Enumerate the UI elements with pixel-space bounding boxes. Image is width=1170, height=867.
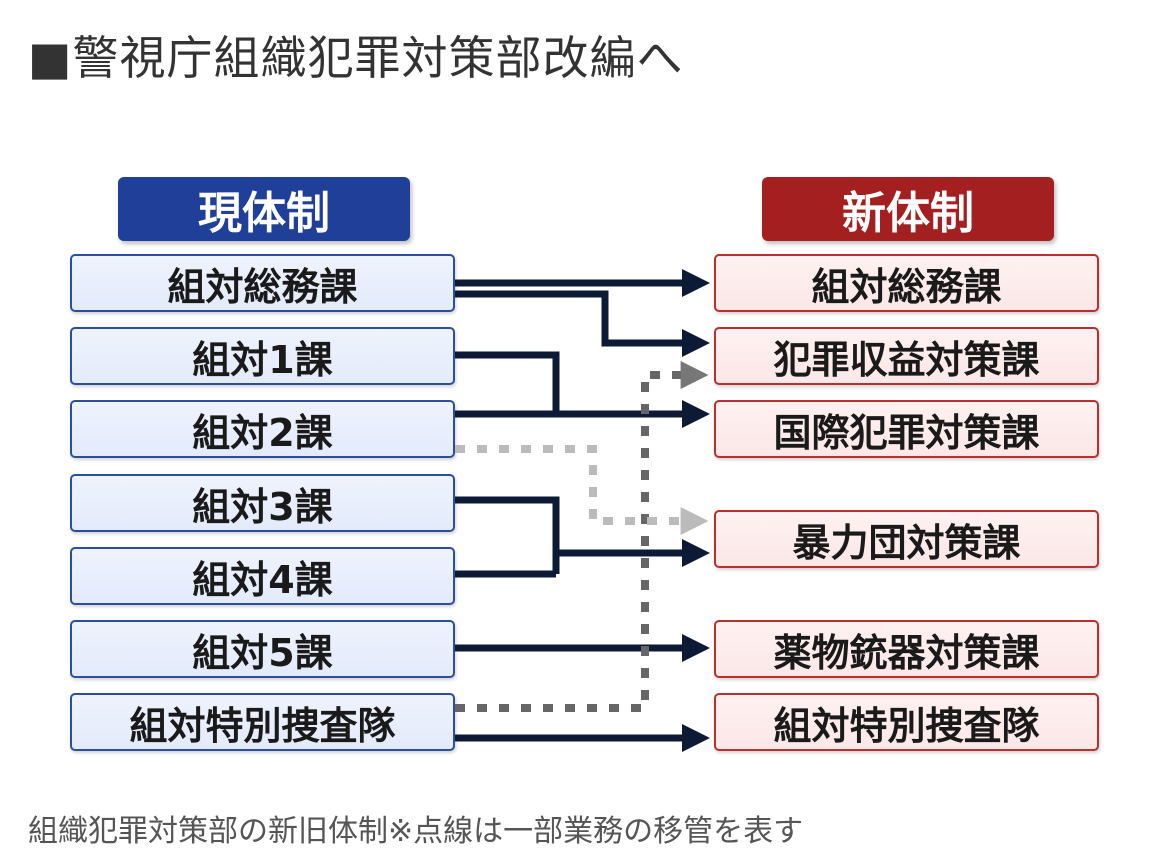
current-unit-special-investigation: 組対特別捜査隊 <box>70 693 455 751</box>
dotted-div2-to-gang <box>455 445 709 535</box>
current-unit-general-affairs: 組対総務課 <box>70 254 455 312</box>
new-unit-general-affairs: 組対総務課 <box>714 254 1099 312</box>
arrow-div1-div2-to-international <box>455 351 696 414</box>
new-unit-organized-gang: 暴力団対策課 <box>714 510 1099 568</box>
arrow-general-to-proceeds <box>455 290 710 357</box>
current-unit-div1: 組対1課 <box>70 327 455 385</box>
new-unit-criminal-proceeds: 犯罪収益対策課 <box>714 327 1099 385</box>
arrow-div3-div4-to-gang <box>455 496 696 578</box>
page-title: ■警視庁組織犯罪対策部改編へ <box>28 31 684 85</box>
current-unit-div3: 組対3課 <box>70 474 455 532</box>
dotted-special-to-proceeds <box>455 361 709 712</box>
new-unit-special-investigation: 組対特別捜査隊 <box>714 693 1099 751</box>
new-unit-drugs-firearms: 薬物銃器対策課 <box>714 620 1099 678</box>
current-structure-header: 現体制 <box>118 177 410 241</box>
current-unit-div2: 組対2課 <box>70 400 455 458</box>
new-unit-international-crime: 国際犯罪対策課 <box>714 400 1099 458</box>
current-unit-div5: 組対5課 <box>70 620 455 678</box>
figure-caption: 組織犯罪対策部の新旧体制※点線は一部業務の移管を表す <box>28 814 804 849</box>
current-unit-div4: 組対4課 <box>70 547 455 605</box>
new-structure-header: 新体制 <box>762 177 1054 241</box>
